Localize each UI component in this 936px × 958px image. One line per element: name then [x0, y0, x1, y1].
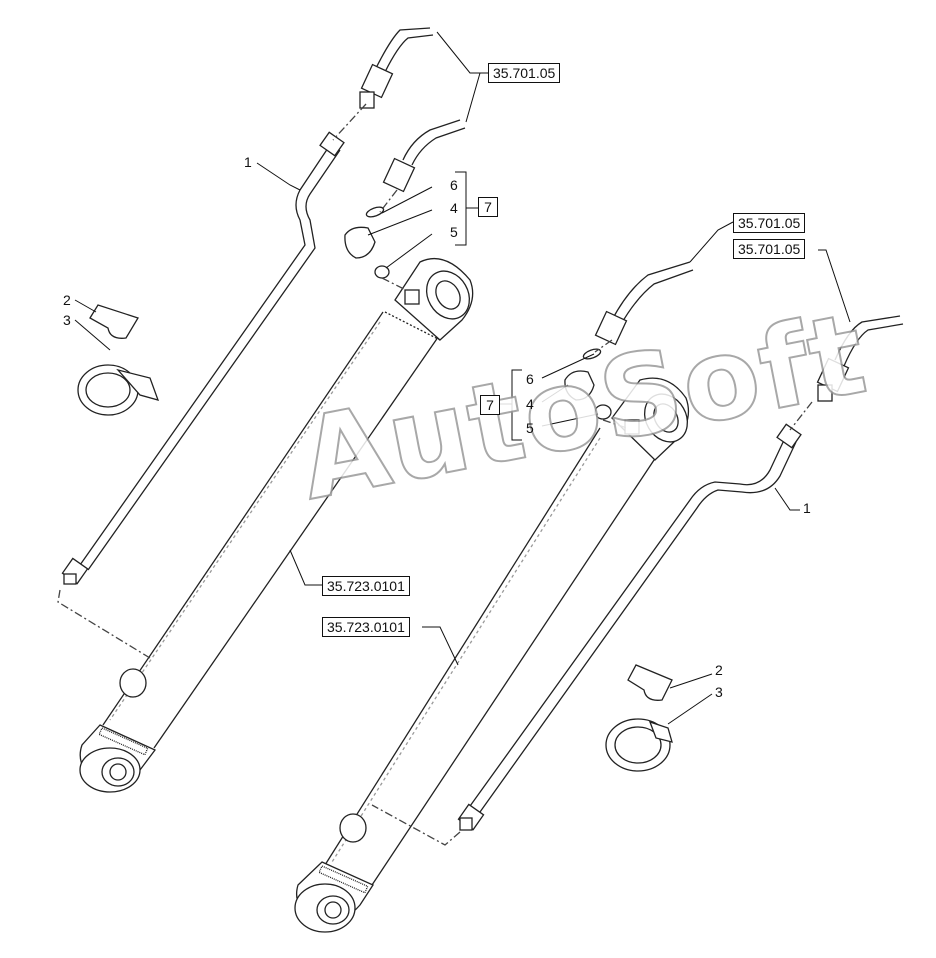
right-cylinder-ref[interactable]: 35.723.0101 [322, 617, 410, 637]
right-callout-fitting: 4 [526, 396, 534, 412]
right-clamp [605, 664, 673, 772]
right-callout-pipe: 1 [803, 500, 811, 516]
right-callout-kit[interactable]: 7 [480, 395, 500, 415]
left-cylinder [79, 257, 474, 793]
left-clamp [77, 304, 160, 416]
left-leaders [74, 31, 488, 586]
right-hose-ref-a[interactable]: 35.701.05 [733, 213, 806, 233]
left-callout-pipe: 1 [244, 154, 252, 170]
right-callout-seal-upper: 6 [526, 371, 534, 387]
left-pipe [61, 131, 345, 585]
left-callout-clamp: 3 [63, 312, 71, 328]
left-callout-seal-upper: 6 [450, 177, 458, 193]
left-cylinder-ref[interactable]: 35.723.0101 [322, 576, 410, 596]
right-hose-ref-b[interactable]: 35.701.05 [733, 239, 806, 259]
right-hoses [564, 261, 904, 435]
right-center-lines [371, 339, 813, 846]
left-callout-clip: 2 [63, 292, 71, 308]
left-hose-ref[interactable]: 35.701.05 [488, 63, 561, 83]
left-callout-seal-lower: 5 [450, 224, 458, 240]
right-callout-clamp: 3 [715, 684, 723, 700]
right-cylinder [294, 377, 690, 933]
left-hoses [344, 27, 466, 305]
left-center-lines [57, 103, 407, 659]
right-leaders [422, 221, 851, 725]
right-pipe [457, 423, 802, 831]
left-callout-fitting: 4 [450, 200, 458, 216]
right-callout-seal-lower: 5 [526, 420, 534, 436]
right-callout-clip: 2 [715, 662, 723, 678]
left-callout-kit[interactable]: 7 [478, 197, 498, 217]
